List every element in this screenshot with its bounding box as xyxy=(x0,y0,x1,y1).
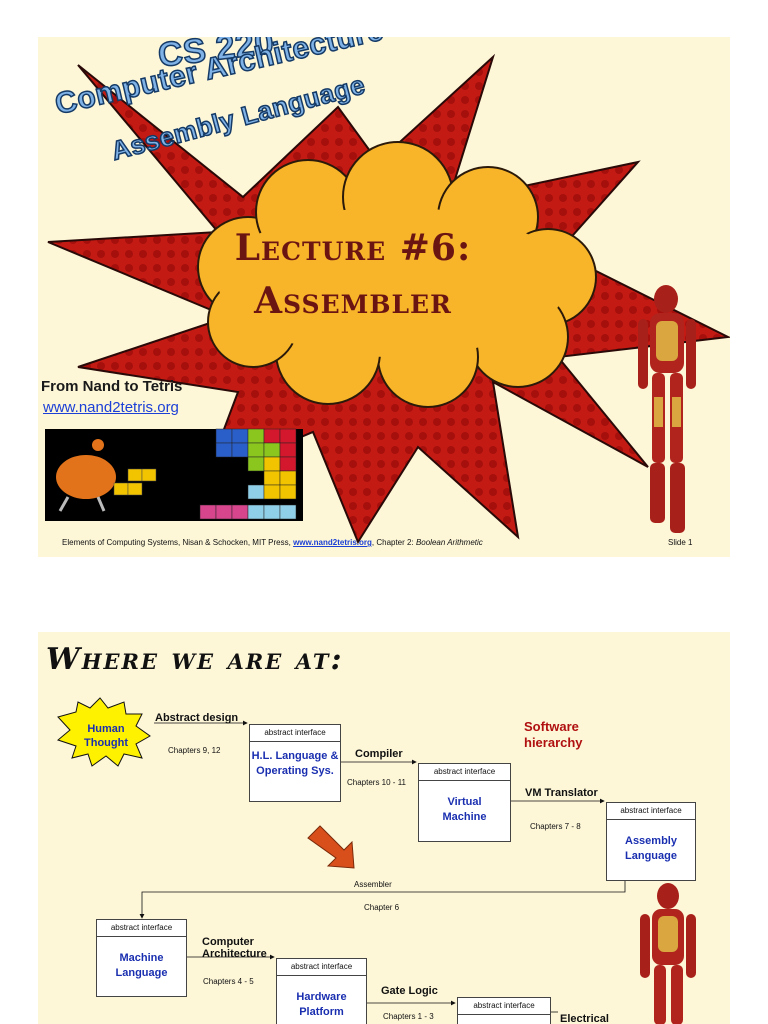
chapters-9-12: Chapters 9, 12 xyxy=(168,746,221,755)
hl-language-label: H.L. Language & Operating Sys. xyxy=(251,750,339,777)
chapters-1-3: Chapters 1 - 3 xyxy=(383,1012,434,1021)
software-hierarchy-label: Software hierarchy xyxy=(524,719,583,750)
box-header: abstract interface xyxy=(250,725,340,742)
chapter-6: Chapter 6 xyxy=(364,903,400,912)
hardware-platform-label: Hardware Platform xyxy=(296,991,347,1018)
down-arrow-shape xyxy=(307,825,355,869)
box-header: abstract interface xyxy=(419,764,510,781)
lecture-topic: Assembler xyxy=(254,280,452,322)
source-text: From Nand to Tetris xyxy=(41,378,183,395)
box-header: abstract interface xyxy=(458,998,550,1015)
machine-language-box: abstract interface Machine Language xyxy=(96,919,187,997)
lecture-number: Lecture #6: xyxy=(234,227,472,269)
gate-logic-label: Gate Logic xyxy=(381,985,438,997)
hierarchy-slide: Where we are at: Human Thought Abstract … xyxy=(38,632,730,1024)
machine-language-label: Machine Language xyxy=(115,952,168,979)
next-level-box: abstract interface xyxy=(457,997,551,1024)
box-header: abstract interface xyxy=(277,959,366,976)
robot-figure-small xyxy=(640,883,696,1024)
human-thought-burst xyxy=(56,697,151,767)
title-slide-artwork xyxy=(45,53,730,545)
chapters-4-5: Chapters 4 - 5 xyxy=(203,977,254,986)
website-link[interactable]: www.nand2tetris.org xyxy=(43,399,179,416)
cloud-shape xyxy=(197,141,597,408)
human-thought-label: Human Thought xyxy=(84,723,128,749)
footer-chapter: , Chapter 2: xyxy=(371,538,414,547)
footer-link[interactable]: www.nand2tetris.org xyxy=(293,538,372,547)
vm-translator-label: VM Translator xyxy=(525,787,598,799)
assembly-language-box: abstract interface Assembly Language xyxy=(606,802,696,881)
robot-figure xyxy=(638,285,696,533)
electrical-label: Electrical xyxy=(560,1013,609,1024)
tetris-image xyxy=(45,428,303,521)
virtual-machine-label: Virtual Machine xyxy=(442,796,487,823)
slide-footer: Elements of Computing Systems, Nisan & S… xyxy=(62,538,483,547)
assembly-language-label: Assembly Language xyxy=(625,835,677,862)
hierarchy-diagram-lines xyxy=(56,697,696,1024)
box-header: abstract interface xyxy=(607,803,695,820)
slide-number: Slide 1 xyxy=(668,538,693,547)
title-slide: CS 220 Computer Architecture & Assembly … xyxy=(38,37,730,557)
compiler-label: Compiler xyxy=(355,748,403,760)
chapters-7-8: Chapters 7 - 8 xyxy=(530,822,581,831)
virtual-machine-box: abstract interface Virtual Machine xyxy=(418,763,511,842)
hl-language-box: abstract interface H.L. Language & Opera… xyxy=(249,724,341,802)
footer-chapter-title: Boolean Arithmetic xyxy=(415,538,483,547)
assembler-label: Assembler xyxy=(354,880,392,889)
computer-architecture-label: Computer Architecture xyxy=(202,936,267,960)
abstract-design-label: Abstract design xyxy=(155,712,239,724)
box-header: abstract interface xyxy=(97,920,186,937)
slide-title: Where we are at: xyxy=(46,642,344,677)
hardware-platform-box: abstract interface Hardware Platform xyxy=(276,958,367,1024)
chapters-10-11: Chapters 10 - 11 xyxy=(347,778,406,787)
footer-citation: Elements of Computing Systems, Nisan & S… xyxy=(62,538,291,547)
